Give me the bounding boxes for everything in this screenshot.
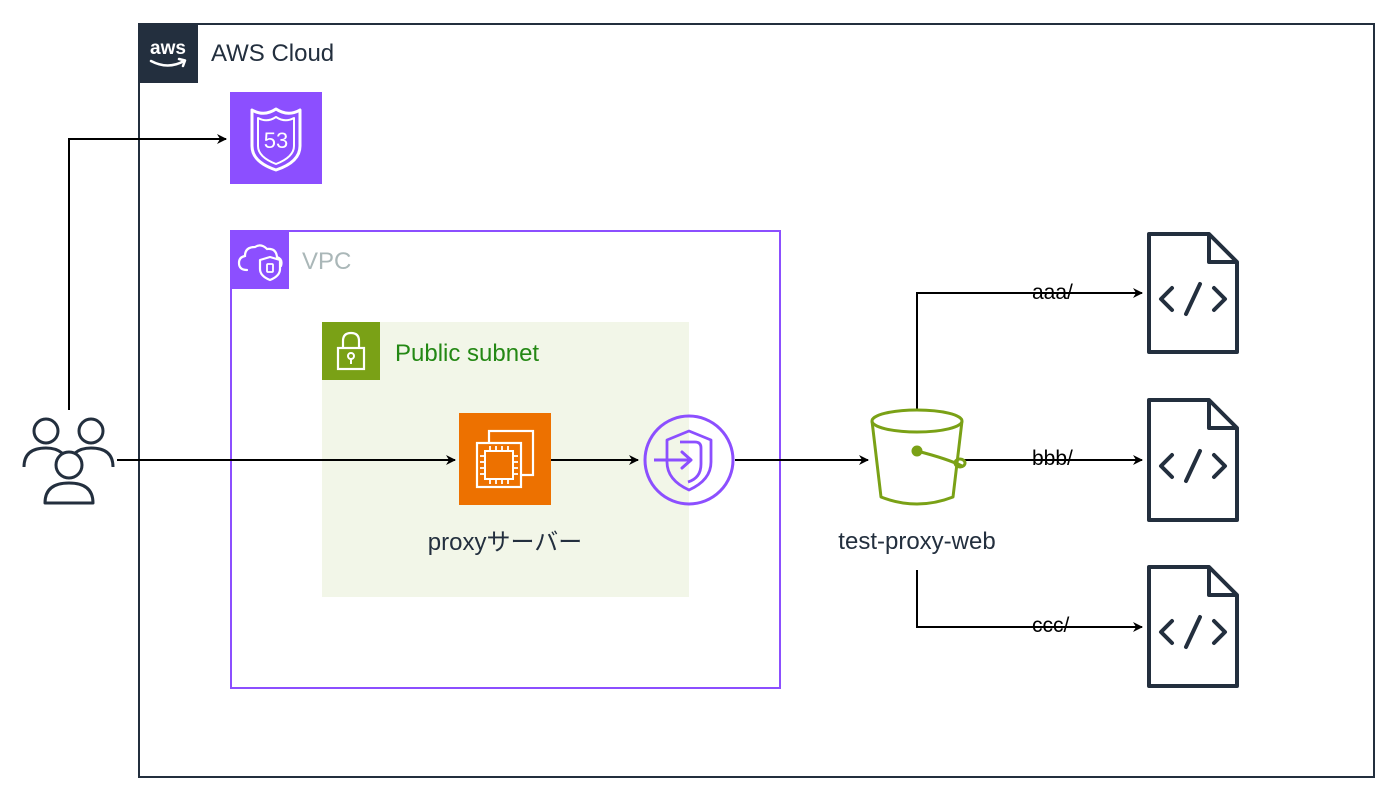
public-subnet-label: Public subnet: [395, 340, 540, 367]
ec2-label: proxyサーバー: [427, 529, 583, 556]
vpc-endpoint-icon: [643, 414, 735, 506]
code-file-icon: [1147, 565, 1239, 688]
route53-badge: 53: [264, 128, 288, 153]
s3-bucket-icon: [870, 408, 967, 506]
vpc-cloud-lock-icon: [230, 230, 289, 289]
edge-users-route53: [68, 134, 227, 410]
aws-logo-text: aws: [150, 38, 186, 59]
aws-cloud-title: AWS Cloud: [211, 40, 335, 67]
aws-cloud-group: [138, 23, 1375, 778]
users-icon: [22, 417, 115, 505]
s3-bucket-label: test-proxy-web: [838, 528, 996, 555]
aws-logo-icon: aws: [138, 23, 198, 83]
vpc-label: VPC: [302, 248, 352, 275]
code-file-icon: [1147, 232, 1239, 354]
ec2-chip-icon: [459, 413, 551, 505]
code-file-icon: [1147, 398, 1239, 522]
route53-icon: 53: [230, 92, 322, 184]
edge-bucket-aaa: [916, 288, 1143, 410]
edge-bucket-ccc: [916, 570, 1143, 632]
padlock-icon: [322, 322, 380, 380]
